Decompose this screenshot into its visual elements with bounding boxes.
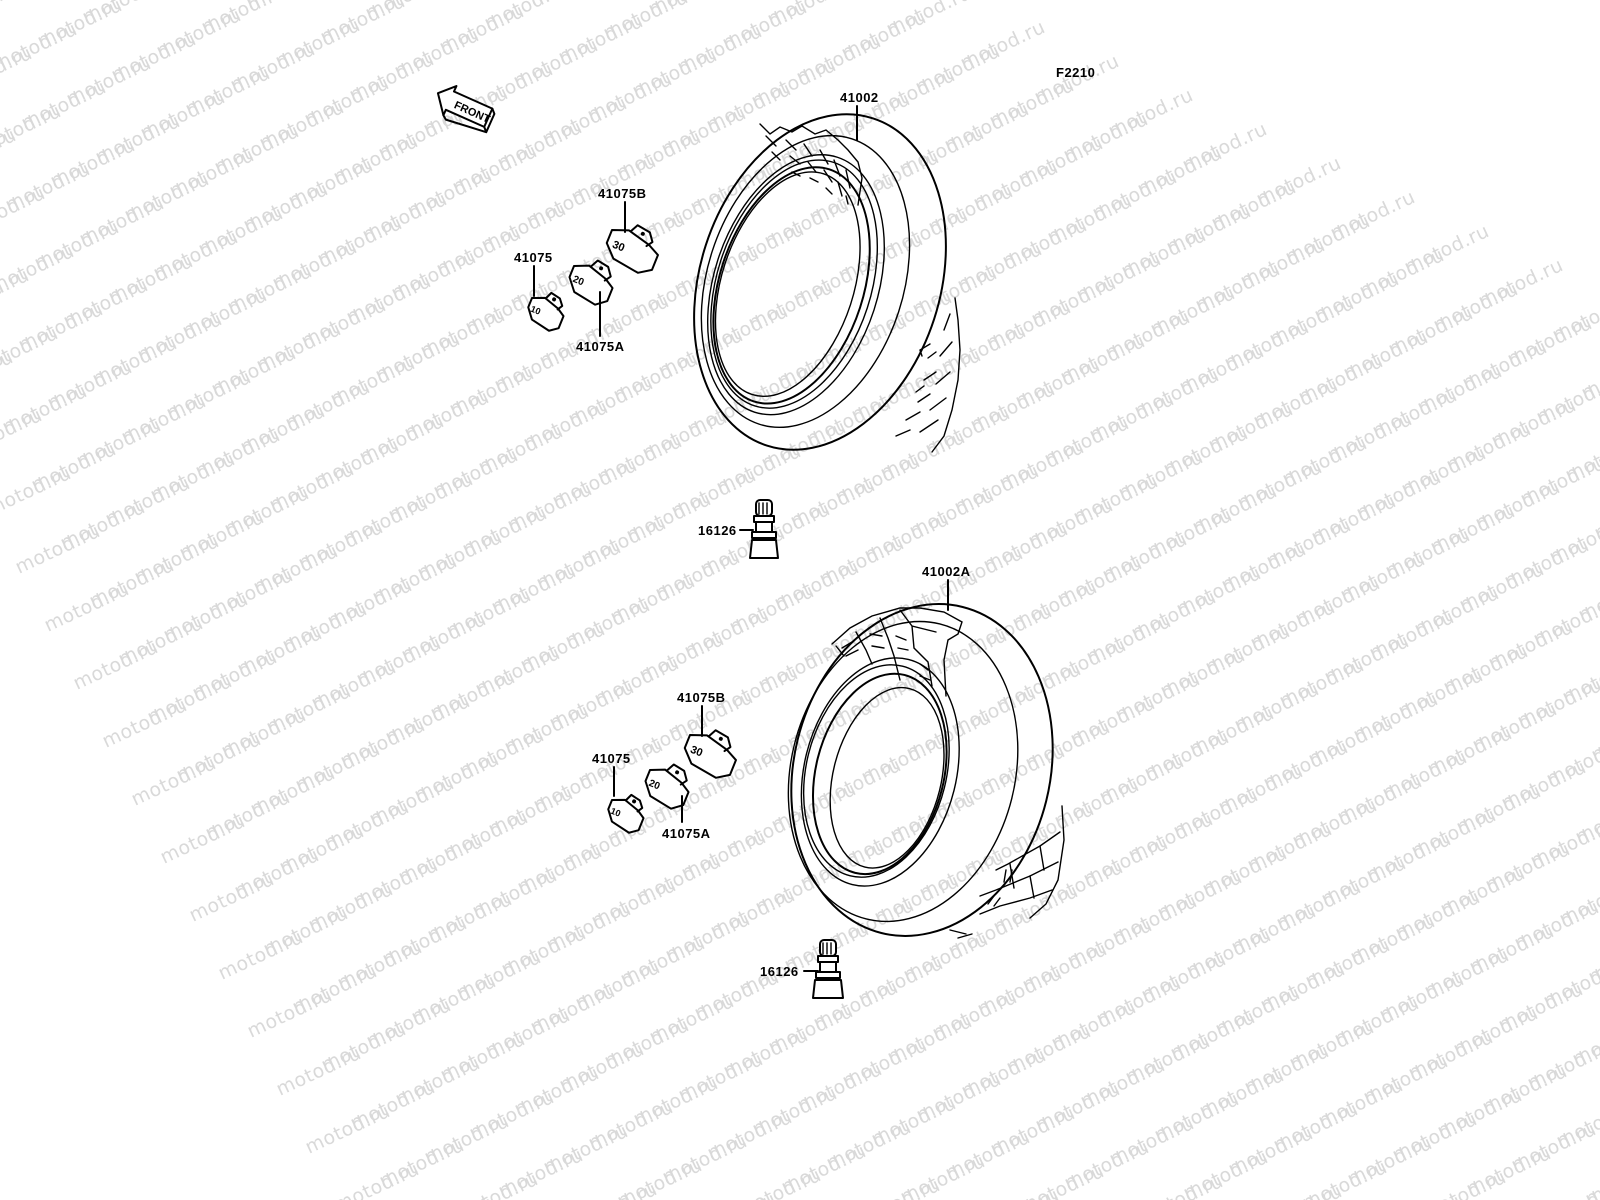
watermark-text: motod.ru — [0, 0, 52, 19]
tread-pattern-side — [949, 805, 1065, 939]
part-label-41075: 41075 — [514, 250, 553, 265]
watermark-text: motod.ru — [733, 1164, 825, 1200]
watermark-text: motod.ru — [273, 1042, 365, 1100]
watermark-text: motod.ru — [1254, 1180, 1346, 1200]
watermark-text: motod.ru — [405, 1192, 497, 1200]
watermark-text: motod.ru — [1418, 1166, 1510, 1200]
watermark-text: motod.ru — [302, 1100, 394, 1158]
watermark-text: motod.ru — [70, 636, 162, 694]
front-valve-stem: 16126 — [698, 499, 779, 559]
watermark-text: motod.ru — [0, 462, 75, 520]
part-label-41075: 41075 — [592, 751, 631, 766]
part-label-41002: 41002 — [840, 90, 879, 105]
watermark-text: motod.ru — [41, 578, 133, 636]
balance-weight-30: 30 — [605, 224, 659, 274]
rear-tire: 41002A — [787, 564, 1065, 939]
watermark-text: motod.ru — [186, 868, 278, 926]
figure-code: F2210 — [1056, 65, 1095, 80]
watermark-text: motod.ru — [12, 520, 104, 578]
rear-balance-weights: 30 20 10 41075B 41075A 41075 — [592, 690, 737, 841]
svg-text:10: 10 — [609, 806, 622, 819]
balance-weight-20: 20 — [644, 763, 690, 810]
svg-text:10: 10 — [529, 304, 542, 317]
balance-weight-10: 10 — [607, 793, 645, 834]
tread-pattern-top — [831, 607, 963, 697]
front-direction-arrow-icon: FRONT — [436, 85, 496, 134]
watermark-text: motod.ru — [0, 0, 7, 43]
watermark-text: motod.ru — [99, 694, 191, 752]
part-label-41075B: 41075B — [598, 186, 647, 201]
watermark-text: motod.ru — [157, 810, 249, 868]
watermark-text: motod.ru — [215, 926, 307, 984]
watermark-text: motod.ru — [128, 752, 220, 810]
watermark-text: motod.ru — [0, 182, 49, 240]
watermark-text: motod.ru — [569, 1178, 661, 1200]
part-label-41002A: 41002A — [922, 564, 971, 579]
part-label-16126: 16126 — [760, 964, 799, 979]
watermark-text: motod.ru — [1016, 1160, 1108, 1200]
tread-pattern-side — [895, 297, 961, 453]
part-label-41075A: 41075A — [576, 339, 625, 354]
balance-weight-20: 20 — [568, 259, 614, 306]
balance-weight-30: 30 — [683, 729, 737, 779]
svg-text:20: 20 — [571, 274, 586, 289]
balance-weight-10: 10 — [527, 291, 565, 332]
part-label-41075B: 41075B — [677, 690, 726, 705]
svg-text:30: 30 — [610, 239, 626, 255]
front-balance-weights: 30 20 10 41075B 41075A 41075 — [514, 186, 659, 354]
front-tire: 41002 — [693, 90, 961, 453]
watermark-text: motod.ru — [331, 1158, 423, 1200]
watermark-text: motod.ru — [244, 984, 336, 1042]
watermark-text: motod.ru — [688, 1188, 780, 1200]
svg-text:20: 20 — [647, 778, 662, 793]
watermark-text: motod.ru — [0, 42, 36, 100]
svg-text:30: 30 — [688, 744, 704, 760]
tread-pattern-top — [759, 123, 863, 206]
rear-valve-stem: 16126 — [760, 939, 844, 999]
part-label-41075A: 41075A — [662, 826, 711, 841]
part-label-16126: 16126 — [698, 523, 737, 538]
watermark-text: motod.ru — [0, 404, 46, 462]
watermark-text: motod.ru — [1373, 1190, 1465, 1200]
watermark-text: motod.ru — [852, 1174, 944, 1200]
